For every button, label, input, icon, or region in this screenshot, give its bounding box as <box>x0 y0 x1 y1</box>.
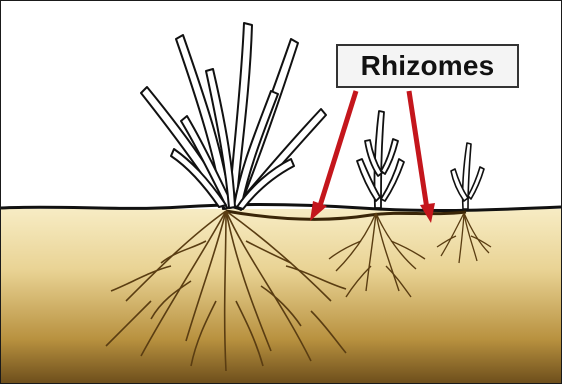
arrow-right <box>409 91 435 223</box>
rhizomes-label-text: Rhizomes <box>361 50 495 82</box>
sprout-icon <box>451 143 484 209</box>
soil <box>1 209 561 383</box>
sprout-icon <box>357 111 404 208</box>
grass-clump-icon <box>141 23 326 210</box>
rhizomes-label: Rhizomes <box>336 44 519 88</box>
arrow-left <box>310 91 356 221</box>
